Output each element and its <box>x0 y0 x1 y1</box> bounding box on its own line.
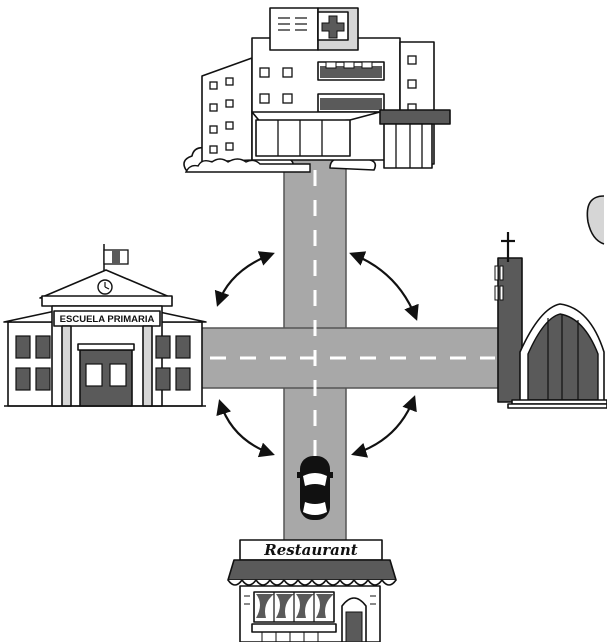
shop-windows <box>254 592 334 622</box>
school-label: ESCUELA PRIMARIA <box>60 314 155 325</box>
arrow-school-hospital <box>218 254 272 304</box>
arrow-school-restaurant <box>220 402 272 454</box>
car-icon <box>297 456 333 520</box>
road-cross <box>198 150 500 550</box>
awning <box>228 560 396 580</box>
restaurant-building-icon: Restaurant <box>228 540 396 642</box>
restaurant-label: Restaurant <box>263 541 358 559</box>
arrow-restaurant-church <box>354 398 414 454</box>
school-building-icon: ESCUELA PRIMARIA <box>4 244 206 406</box>
arrow-hospital-church <box>352 254 416 318</box>
hospital-building-icon <box>184 8 450 172</box>
church-building-icon <box>495 196 607 408</box>
